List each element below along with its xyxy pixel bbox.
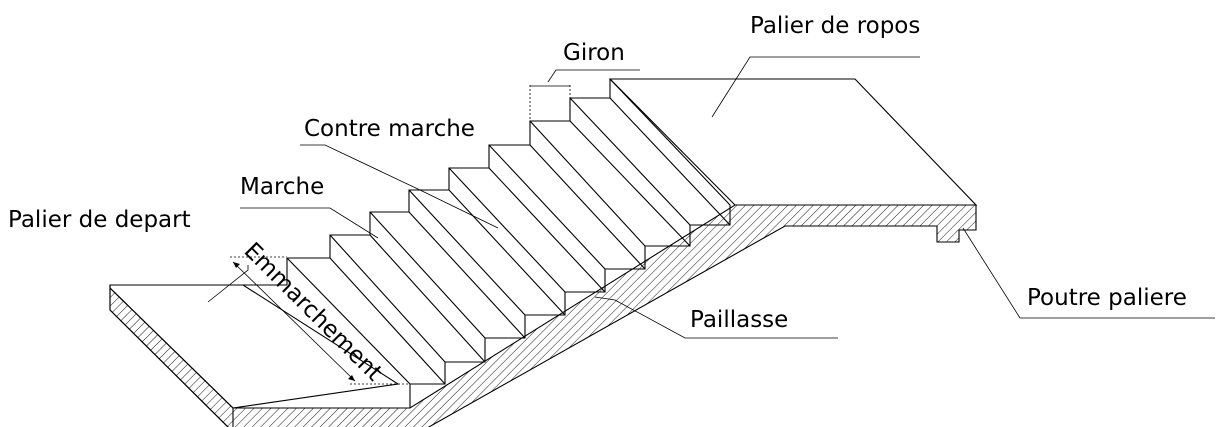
paillasse-section — [109, 204, 977, 427]
label-palier-depart: Palier de depart — [8, 207, 191, 233]
steps — [243, 78, 731, 408]
label-poutre-paliere: Poutre paliere — [1027, 285, 1187, 311]
label-paillasse: Paillasse — [690, 307, 788, 333]
label-palier-repos: Palier de ropos — [750, 13, 920, 39]
emmarchement-dimension-line — [232, 261, 356, 382]
label-marche: Marche — [240, 174, 324, 200]
label-giron: Giron — [563, 40, 625, 66]
palier-repos-slab — [608, 78, 978, 206]
label-contre-marche: Contre marche — [304, 116, 475, 142]
label-emmarchement: Emmarchement — [239, 238, 387, 386]
